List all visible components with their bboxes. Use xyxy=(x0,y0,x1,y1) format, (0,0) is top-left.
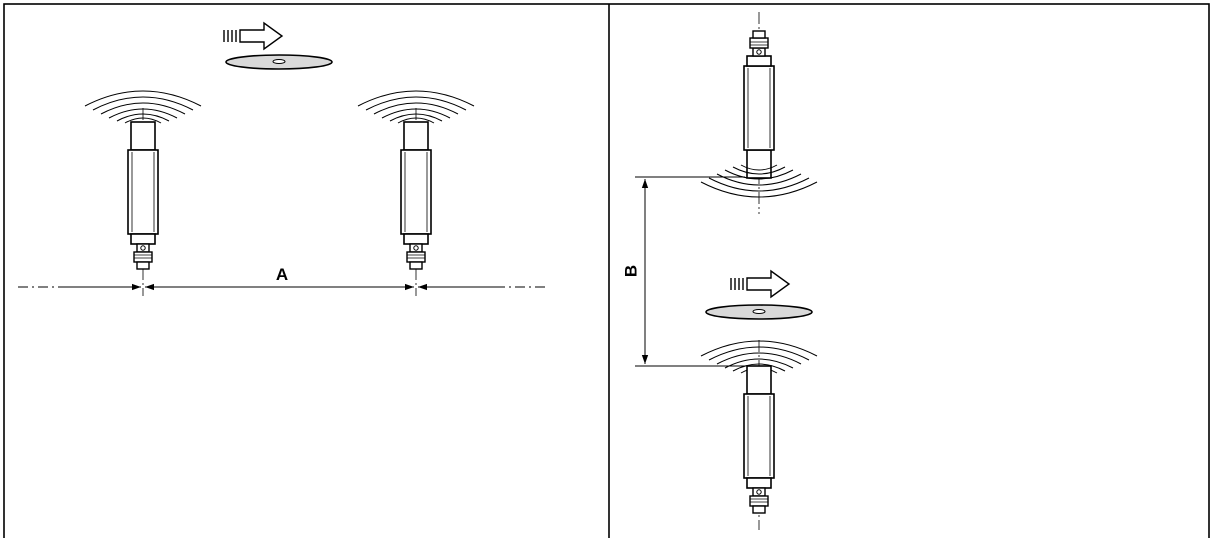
left-panel: A xyxy=(18,22,545,296)
motion-arrow-icon xyxy=(730,270,790,298)
diagram-frame xyxy=(3,3,1210,538)
sensor-icon xyxy=(400,121,432,270)
dimension-label-b: B xyxy=(621,265,640,277)
dimension-label-a: A xyxy=(276,265,288,284)
target-disc-icon xyxy=(705,304,813,320)
right-panel: B xyxy=(621,12,818,530)
target-disc-icon xyxy=(225,54,333,70)
sensor-icon xyxy=(743,30,775,179)
motion-arrow-icon xyxy=(223,22,283,50)
sensor-icon xyxy=(743,365,775,514)
sensor-icon xyxy=(127,121,159,270)
dimension-arrow-icon xyxy=(635,176,745,367)
